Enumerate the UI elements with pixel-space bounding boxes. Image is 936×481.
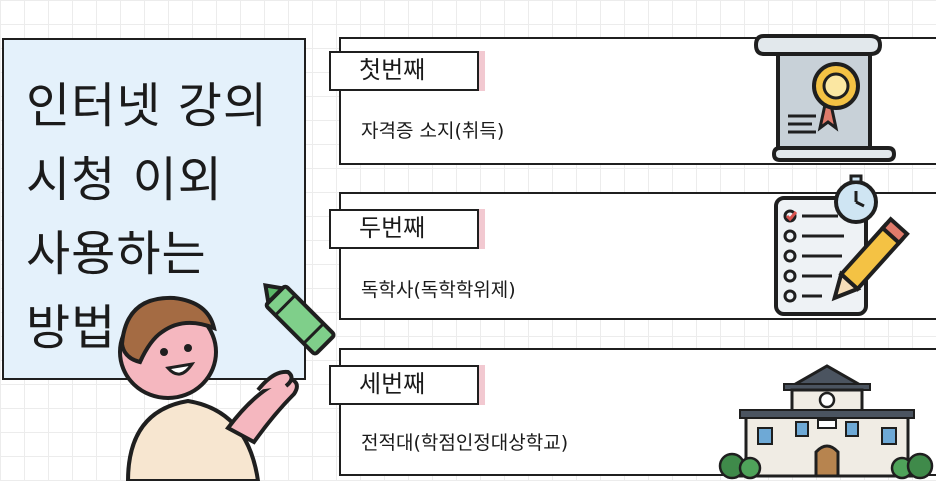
item-label-3: 세번째 [329,365,479,405]
title-line-1: 인터넷 강의 [26,78,269,134]
title-line-3: 사용하는 [26,226,207,282]
crayon-icon [263,283,336,356]
item-label-1: 첫번째 [329,51,479,91]
certificate-icon [753,34,897,162]
item-desc-2: 독학사(독학학위제) [361,279,516,301]
checklist-pencil-icon [774,174,910,316]
title-card: 인터넷 강의 시청 이외 사용하는 방법 [2,38,306,380]
character-pointing-illustration [118,283,336,481]
title-line-4: 방법 [26,300,117,356]
item-desc-1: 자격증 소지(취득) [361,120,505,142]
school-building-icon [718,364,934,480]
item-label-2: 두번째 [329,209,479,249]
title-line-2: 시청 이외 [26,152,223,208]
item-desc-3: 전적대(학점인정대상학교) [361,432,569,454]
